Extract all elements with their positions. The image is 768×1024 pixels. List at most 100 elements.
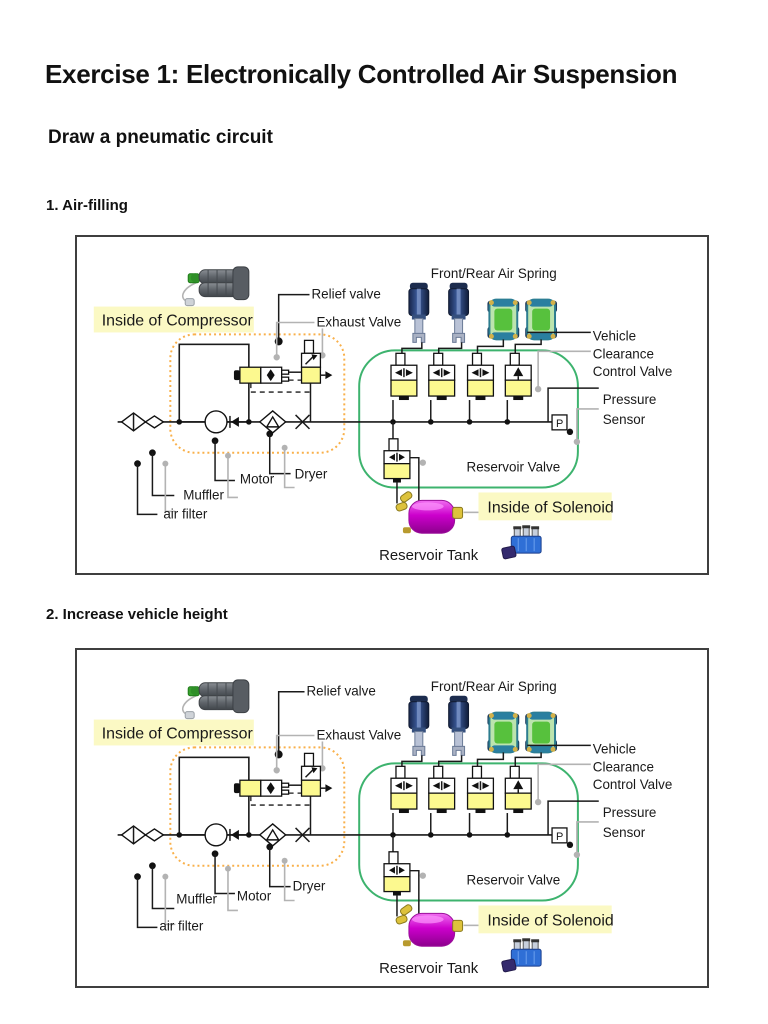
front-air-spring-struts bbox=[408, 282, 470, 343]
diagram-increase-height: Inside of Compressor Relief valve Exhaus… bbox=[75, 648, 709, 988]
inside-of-solenoid-boundary bbox=[358, 349, 579, 489]
pressure-port: P bbox=[551, 414, 574, 436]
reservoir-valve-label: Reservoir Valve bbox=[467, 873, 561, 888]
spring-connector-lines bbox=[401, 339, 542, 355]
dryer-label: Dryer bbox=[293, 879, 326, 894]
vcc-label-3: Control Valve bbox=[593, 777, 672, 792]
page-subtitle: Draw a pneumatic circuit bbox=[48, 127, 273, 148]
compressor-circuit-box bbox=[178, 343, 250, 423]
junction-dot bbox=[246, 419, 252, 425]
motor-label: Motor bbox=[237, 889, 272, 904]
vcc-label-1: Vehicle bbox=[593, 741, 636, 756]
inside-of-compressor-highlight bbox=[93, 306, 254, 333]
muffler-symbol bbox=[120, 412, 147, 432]
svg-text:P: P bbox=[556, 418, 563, 430]
air-filter-symbol bbox=[144, 415, 165, 429]
pressure-sensor-label-2: Sensor bbox=[603, 825, 646, 840]
vcc-gray-leader bbox=[534, 350, 591, 393]
inside-of-compressor-highlight bbox=[93, 719, 254, 746]
compressor-circuit-box bbox=[178, 756, 250, 836]
vcc-label-2: Clearance bbox=[593, 759, 654, 774]
reservoir-valve-symbol bbox=[383, 851, 426, 917]
inside-of-compressor-boundary bbox=[169, 746, 346, 867]
check-valve-symbol bbox=[229, 828, 239, 841]
air-filter-label: air filter bbox=[159, 918, 203, 933]
junction-dot bbox=[176, 419, 183, 425]
bottom-leaders bbox=[134, 430, 295, 516]
inside-of-solenoid-highlight bbox=[478, 492, 612, 521]
pressure-sensor-leader bbox=[547, 387, 599, 422]
reservoir-tank bbox=[395, 491, 464, 534]
motor-symbol bbox=[204, 410, 228, 434]
exhaust-valve-symbol bbox=[300, 339, 333, 422]
inside-of-solenoid-highlight bbox=[478, 905, 612, 934]
exhaust-valve-label: Exhaust Valve bbox=[316, 314, 401, 329]
dryer-symbol bbox=[258, 823, 287, 847]
pneumatic-circuit-diagram: Inside of Compressor Relief valve Exhaus… bbox=[93, 679, 672, 977]
section-heading-increase-height: 2. Increase vehicle height bbox=[46, 606, 228, 623]
pressure-port: P bbox=[551, 827, 574, 849]
pressure-sensor-label-1: Pressure bbox=[603, 392, 657, 407]
rear-air-springs bbox=[487, 298, 558, 341]
inside-of-solenoid-label: Inside of Solenoid bbox=[487, 499, 613, 516]
vcc-gray-leader bbox=[534, 763, 591, 806]
motor-symbol bbox=[204, 823, 228, 847]
inside-of-compressor-boundary bbox=[169, 333, 346, 454]
closed-valve-symbol bbox=[295, 827, 311, 843]
front-air-spring-struts bbox=[408, 695, 470, 756]
bottom-leaders bbox=[134, 843, 295, 929]
exhaust-valve-symbol bbox=[300, 752, 333, 835]
muffler-label: Muffler bbox=[183, 487, 224, 502]
front-rear-air-spring-label: Front/Rear Air Spring bbox=[431, 679, 557, 694]
check-valve-symbol bbox=[229, 415, 239, 428]
compressor-control-valve bbox=[233, 779, 302, 797]
pressure-gray-leader bbox=[573, 821, 599, 858]
solenoid-image bbox=[501, 938, 542, 973]
inside-of-compressor-label: Inside of Compressor bbox=[102, 725, 254, 742]
relief-valve-label: Relief valve bbox=[307, 684, 376, 699]
diagram-air-filling: Inside of Compressor Relief valve Exhaus… bbox=[75, 235, 709, 575]
muffler-label: Muffler bbox=[176, 891, 217, 906]
reservoir-valve-symbol bbox=[383, 438, 426, 504]
pressure-sensor-leader bbox=[547, 800, 599, 835]
svg-text:P: P bbox=[556, 831, 563, 843]
vcc-label-2: Clearance bbox=[593, 346, 654, 361]
reservoir-tank bbox=[395, 904, 464, 947]
pressure-sensor-label-2: Sensor bbox=[603, 412, 646, 427]
relief-valve-leader bbox=[277, 691, 305, 755]
compressor-image bbox=[181, 266, 250, 307]
rear-air-springs bbox=[487, 711, 558, 754]
relief-valve-label: Relief valve bbox=[311, 287, 380, 302]
page-title: Exercise 1: Electronically Controlled Ai… bbox=[45, 59, 678, 89]
pressure-sensor-label-1: Pressure bbox=[603, 805, 657, 820]
exhaust-valve-label: Exhaust Valve bbox=[316, 727, 401, 742]
compressor-control-valve bbox=[233, 366, 302, 384]
relief-valve-leader bbox=[277, 293, 310, 342]
muffler-symbol bbox=[120, 825, 147, 845]
compressor-image bbox=[181, 679, 250, 720]
junction-dot bbox=[176, 832, 183, 838]
inside-of-compressor-label: Inside of Compressor bbox=[102, 312, 254, 329]
pressure-gray-leader bbox=[573, 408, 599, 445]
solenoid-image bbox=[501, 525, 542, 560]
spring-connector-lines bbox=[401, 752, 542, 768]
section-heading-air-filling: 1. Air-filling bbox=[46, 197, 128, 214]
reservoir-tank-label: Reservoir Tank bbox=[379, 961, 479, 977]
junction-dot bbox=[246, 832, 252, 838]
inside-of-solenoid-label: Inside of Solenoid bbox=[487, 912, 613, 929]
motor-label: Motor bbox=[240, 472, 275, 487]
vcc-label-3: Control Valve bbox=[593, 364, 672, 379]
pneumatic-circuit-diagram: Inside of Compressor Relief valve Exhaus… bbox=[93, 266, 672, 564]
closed-valve-symbol bbox=[295, 414, 311, 430]
front-rear-air-spring-label: Front/Rear Air Spring bbox=[431, 266, 557, 281]
reservoir-tank-label: Reservoir Tank bbox=[379, 548, 479, 564]
vcc-label-1: Vehicle bbox=[593, 328, 636, 343]
reservoir-valve-label: Reservoir Valve bbox=[467, 460, 561, 475]
inside-of-solenoid-boundary bbox=[358, 762, 579, 902]
dryer-label: Dryer bbox=[295, 467, 328, 482]
dryer-symbol bbox=[258, 410, 287, 434]
vehicle-clearance-control-valves bbox=[390, 765, 532, 838]
air-filter-label: air filter bbox=[163, 506, 207, 521]
air-filter-symbol bbox=[144, 828, 165, 842]
